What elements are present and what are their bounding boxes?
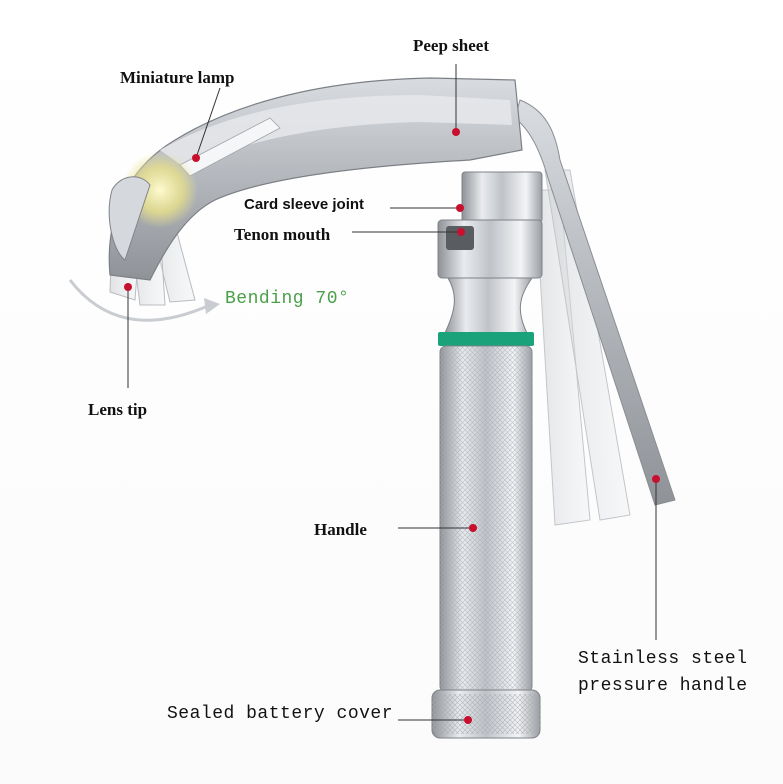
handle-knurl — [440, 346, 532, 692]
label-lens-tip: Lens tip — [88, 400, 148, 419]
marker-miniature-lamp — [192, 154, 200, 162]
label-stainless-line1: Stainless steel — [578, 649, 748, 669]
label-card-sleeve-joint: Card sleeve joint — [244, 196, 365, 213]
label-peep-sheet: Peep sheet — [413, 36, 490, 55]
label-stainless-line2: pressure handle — [578, 676, 748, 696]
lens-tip-shape — [108, 176, 151, 261]
bending-arc — [68, 279, 211, 322]
pressure-handle-shape — [514, 99, 676, 506]
label-miniature-lamp: Miniature lamp — [120, 68, 235, 87]
label-handle: Handle — [314, 520, 367, 539]
marker-card-sleeve — [456, 204, 464, 212]
green-ring — [438, 332, 534, 346]
label-sealed-battery-cover: Sealed battery cover — [167, 704, 394, 724]
marker-lens-tip — [124, 283, 132, 291]
battery-cover-knurl — [432, 694, 540, 734]
marker-tenon — [457, 228, 465, 236]
leader-miniature-lamp — [195, 87, 221, 159]
marker-handle — [469, 524, 477, 532]
label-bending: Bending 70° — [225, 289, 350, 309]
neck — [443, 277, 533, 336]
marker-peep-sheet — [452, 128, 460, 136]
marker-battery — [464, 716, 472, 724]
marker-stainless — [652, 475, 660, 483]
label-tenon-mouth: Tenon mouth — [234, 225, 331, 244]
label-stainless-steel-pressure-handle: Stainless steel pressure handle — [578, 646, 748, 700]
hinge-block — [461, 171, 543, 223]
bending-arrow-icon — [204, 298, 220, 314]
blade-flange — [160, 95, 512, 168]
